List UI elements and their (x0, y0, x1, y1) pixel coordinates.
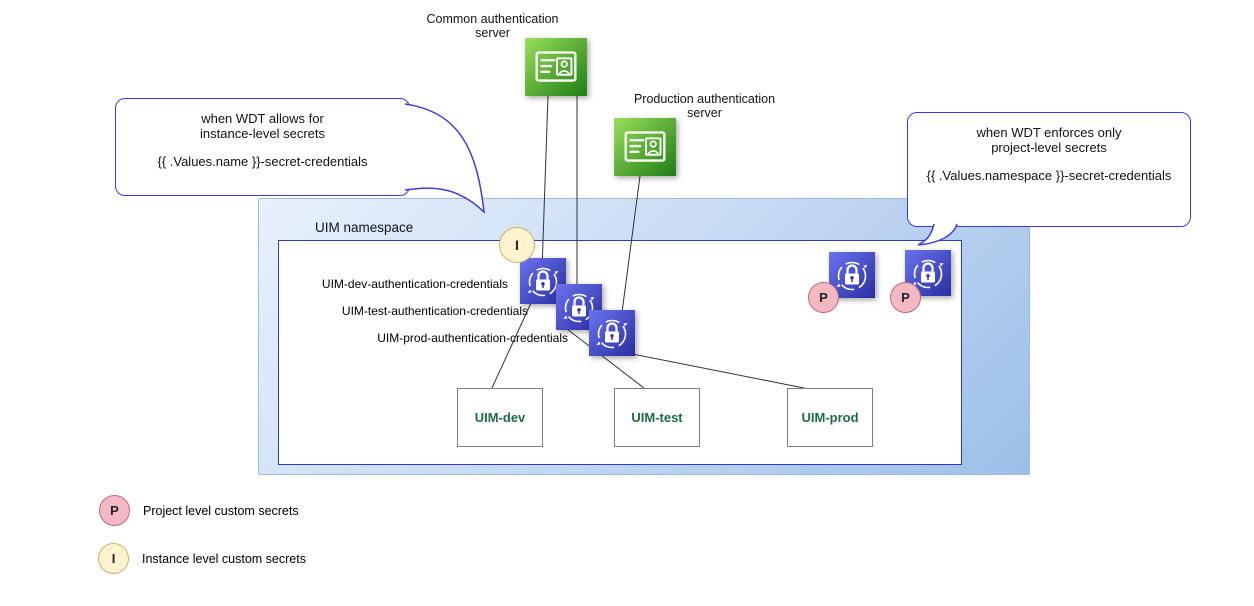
secret-label-test: UIM-test-authentication-credentials (341, 304, 528, 318)
secret-lock-icon-prod (589, 310, 635, 356)
id-card-icon (613, 118, 677, 176)
instance-bubble-tail (405, 104, 484, 212)
instance-level-badge: I (499, 227, 535, 263)
project-level-badge: P (890, 282, 921, 313)
common-auth-server-label: Common authentication server (426, 12, 559, 40)
instance-level-badge: I (98, 543, 129, 574)
project-level-badge: P (99, 495, 130, 526)
instance-box-uim-prod: UIM-prod (787, 388, 873, 447)
legend-item-project: P Project level custom secrets (99, 495, 299, 526)
callout-project-pattern: {{ .Values.namespace }}-secret-credentia… (926, 168, 1172, 183)
instance-box-uim-dev: UIM-dev (457, 388, 543, 447)
legend-label-project: Project level custom secrets (143, 503, 299, 518)
namespace-label: UIM namespace (315, 220, 414, 235)
production-auth-server-label: Production authentication server (633, 92, 776, 120)
legend-item-instance: I Instance level custom secrets (98, 543, 306, 574)
callout-project-heading: when WDT enforces only project-level sec… (976, 125, 1122, 155)
callout-instance-level: when WDT allows for instance-level secre… (115, 98, 410, 196)
secret-label-prod: UIM-prod-authentication-credentials (377, 331, 568, 345)
project-level-badge: P (808, 282, 839, 313)
instance-box-uim-test: UIM-test (614, 388, 700, 447)
secret-label-dev: UIM-dev-authentication-credentials (321, 277, 508, 291)
legend-label-instance: Instance level custom secrets (142, 551, 306, 566)
id-card-icon (524, 38, 588, 96)
callout-instance-pattern: {{ .Values.name }}-secret-credentials (157, 154, 368, 169)
callout-instance-heading: when WDT allows for instance-level secre… (200, 111, 325, 141)
callout-project-level: when WDT enforces only project-level sec… (907, 112, 1191, 227)
